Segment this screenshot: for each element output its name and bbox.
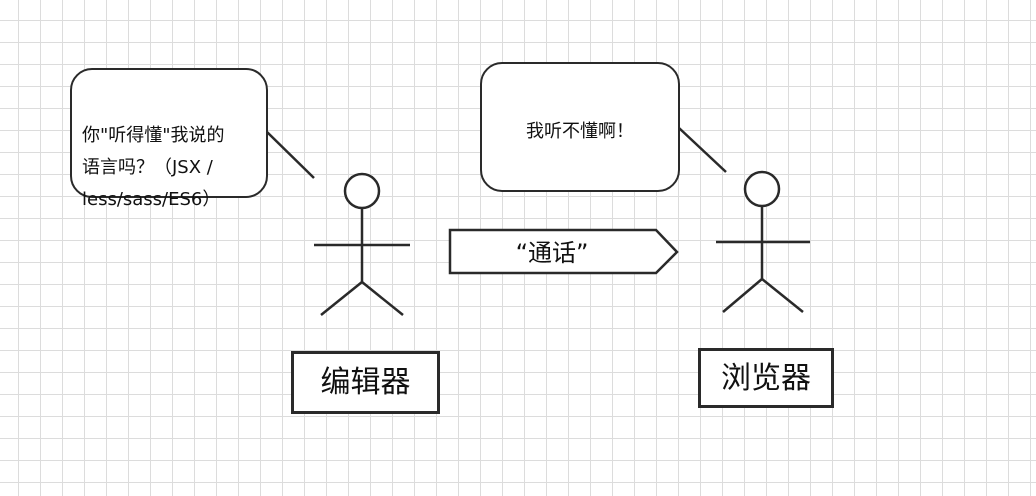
browser-speech-text: 我听不懂啊！ (526, 121, 634, 142)
browser-speech-bubble: 我听不懂啊！ (480, 62, 680, 192)
browser-figure-right-leg (762, 279, 803, 312)
editor-stick-figure (314, 174, 410, 315)
editor-speech-bubble: 你"听得懂"我说的 语言吗？（JSX / less/sass/ES6） (70, 68, 268, 198)
call-arrow-label: “通话” (452, 233, 652, 273)
browser-figure-left-leg (723, 279, 762, 312)
editor-bubble-tail (266, 131, 314, 178)
browser-stick-figure (716, 172, 810, 312)
editor-speech-text: 你"听得懂"我说的 语言吗？（JSX / less/sass/ES6） (82, 125, 225, 210)
editor-figure-head (345, 174, 379, 208)
editor-figure-left-leg (321, 282, 362, 315)
browser-figure-head (745, 172, 779, 206)
browser-label: 浏览器 (721, 361, 811, 396)
browser-label-box: 浏览器 (698, 348, 834, 408)
browser-bubble-tail (679, 128, 726, 172)
editor-label-box: 编辑器 (291, 351, 440, 414)
editor-label: 编辑器 (321, 365, 411, 400)
editor-figure-right-leg (362, 282, 403, 315)
